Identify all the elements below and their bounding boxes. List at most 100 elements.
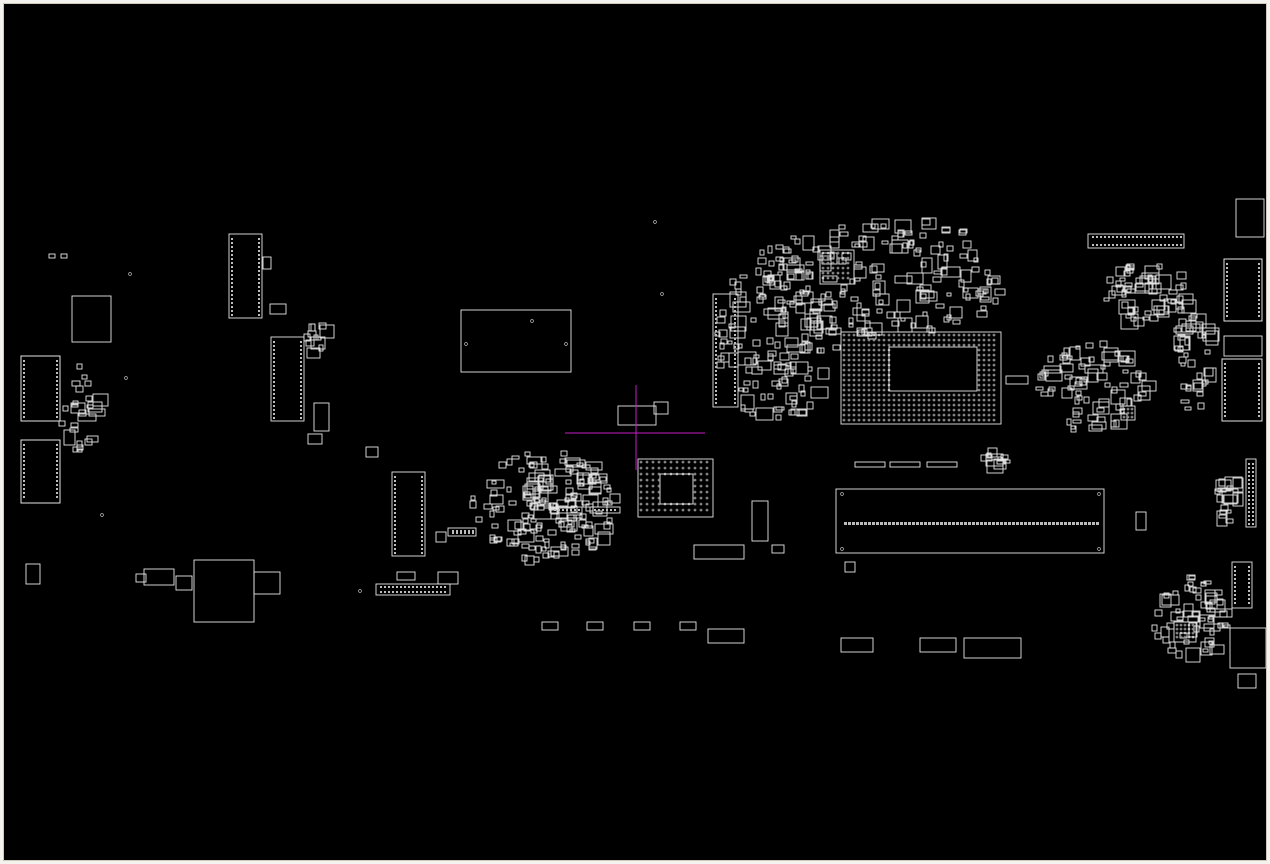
pch-passives-part[interactable] [528,545,536,551]
header-bottom-a-pin[interactable] [432,591,434,593]
pch-passives-part[interactable] [537,475,552,492]
pch-passives-part[interactable] [547,529,557,536]
right-mid-passives-part[interactable] [1119,408,1125,414]
cpu-top-passives-part[interactable] [805,271,814,280]
cpu-top-passives-part[interactable] [933,270,942,275]
cpu-top-passives-part[interactable] [977,288,987,295]
pch-passives-part[interactable] [489,494,504,505]
header-bottom-a-pin[interactable] [416,591,418,593]
boardview-canvas[interactable] [3,3,1267,861]
cpu-top-passives-part[interactable] [880,223,887,229]
cpu-left-passives-part[interactable] [735,288,742,296]
right-mid-passives-part[interactable] [1078,363,1086,370]
bottom-right-passives-part[interactable] [1204,637,1215,648]
sodimm-left-1-pin[interactable] [231,242,233,244]
ram-slot-pin[interactable] [880,522,883,525]
connector-left-b-pin[interactable] [23,456,25,458]
cpu-top-passives-part[interactable] [809,308,821,324]
pch-passives-part[interactable] [533,505,552,520]
left-passives-part[interactable] [84,438,93,446]
inductor-a[interactable] [143,568,175,586]
right-top-passives-part[interactable] [1142,316,1150,321]
bottom-right-passives-part[interactable] [1154,609,1163,617]
sodimm-left-1-pin[interactable] [231,270,233,272]
connector-right-top-pin[interactable] [1116,244,1118,246]
ram-slot-pin[interactable] [1064,522,1067,525]
connector-far-right-d-pin[interactable] [1258,375,1260,377]
right-mid-passives-part[interactable] [1069,346,1081,361]
connector-far-right-d-pin[interactable] [1258,387,1260,389]
connector-far-right-d-pin[interactable] [1224,411,1226,413]
connector-left-b-pin[interactable] [23,492,25,494]
connector-far-right-e-pin[interactable] [1248,495,1250,497]
connector-far-right-e-pin[interactable] [1248,467,1250,469]
cpu-top-passives-part[interactable] [891,320,900,327]
cpu-top-passives-part[interactable] [858,235,867,242]
far-right-lower-passives-part[interactable] [1218,478,1226,487]
cpu-top-passives-part[interactable] [891,239,909,254]
connector-far-right-b-pin[interactable] [1258,267,1260,269]
sodimm-left-3-pin[interactable] [394,552,396,554]
cpu-top-passives-part[interactable] [862,236,875,251]
cpu-left-passives-part[interactable] [744,357,752,366]
ram-slot-pin[interactable] [1036,522,1039,525]
cpu-top-passives-part[interactable] [786,271,803,281]
ram-slot-pin[interactable] [856,522,859,525]
connector-left-a-pin[interactable] [23,404,25,406]
sodimm-left-2-pin[interactable] [300,405,302,407]
ram-slot-pin[interactable] [860,522,863,525]
sodimm-left-3-pin[interactable] [421,512,423,514]
pch-passives-part[interactable] [589,473,608,484]
connector-left-a[interactable] [20,355,61,422]
connector-cpu-left-pin[interactable] [715,346,717,348]
bottom-right-passives-part[interactable] [1204,589,1216,605]
pch-passives-part[interactable] [554,468,572,477]
cpu-top-passives-part[interactable] [960,269,972,283]
pch-passives-part[interactable] [521,512,530,519]
cpu-top-passives-part[interactable] [932,276,942,283]
pch-passives-part[interactable] [489,510,495,518]
right-mid-passives-part[interactable] [1047,355,1054,363]
pch-passives-part[interactable] [491,523,499,529]
pch-passives-part[interactable] [470,495,476,501]
cpu-top-passives-part[interactable] [763,270,772,278]
sodimm-left-1-pin[interactable] [258,266,260,268]
right-mid-passives-part[interactable] [1059,363,1074,373]
ram-slot-pin[interactable] [908,522,911,525]
connector-far-right-f-pin[interactable] [1248,586,1250,588]
header-small-a[interactable] [447,527,477,537]
sodimm-left-2-pin[interactable] [300,357,302,359]
pch-passives-part[interactable] [543,538,550,543]
far-right-lower-passives-part[interactable] [1223,494,1238,505]
pch-passives-part[interactable] [590,467,599,474]
connector-far-right-f-pin[interactable] [1234,582,1236,584]
header-small-b-pin[interactable] [562,509,564,511]
bottom-right-passives-part[interactable] [1161,594,1180,606]
connector-right-top-pin[interactable] [1172,236,1174,238]
cpu-left-passives-part[interactable] [717,355,725,361]
sodimm-left-2-pin[interactable] [300,369,302,371]
pch-passives-part[interactable] [603,484,611,490]
right-mid-passives-part[interactable] [1072,407,1083,415]
cpu-left-passives-part[interactable] [716,316,726,324]
connector-left-a-pin[interactable] [23,372,25,374]
header-small-a-pin[interactable] [460,532,462,534]
connector-far-right-b-pin[interactable] [1226,299,1228,301]
connector-far-right-f-pin[interactable] [1234,598,1236,600]
cpu-left-passives-part[interactable] [778,378,789,387]
cpu-top-passives-part[interactable] [856,314,866,322]
cpu-left-passives-part[interactable] [775,244,784,250]
far-right-passives-part[interactable] [1180,399,1190,404]
ram-slot-pin[interactable] [996,522,999,525]
right-mid-passives-part[interactable] [1135,370,1142,378]
header-small-a-pin[interactable] [456,532,458,534]
pch-passives-part[interactable] [550,546,569,557]
ram-slot-pin[interactable] [924,522,927,525]
sodimm-left-2-pin[interactable] [300,397,302,399]
connector-cpu-left-pin[interactable] [734,390,736,392]
mounting-hole[interactable] [100,513,104,517]
far-right-lower-passives-part[interactable] [1216,510,1228,527]
cpu-left-passives-part[interactable] [790,366,797,374]
sodimm-left-3[interactable] [391,471,426,557]
ram-slot-pin[interactable] [1092,522,1095,525]
